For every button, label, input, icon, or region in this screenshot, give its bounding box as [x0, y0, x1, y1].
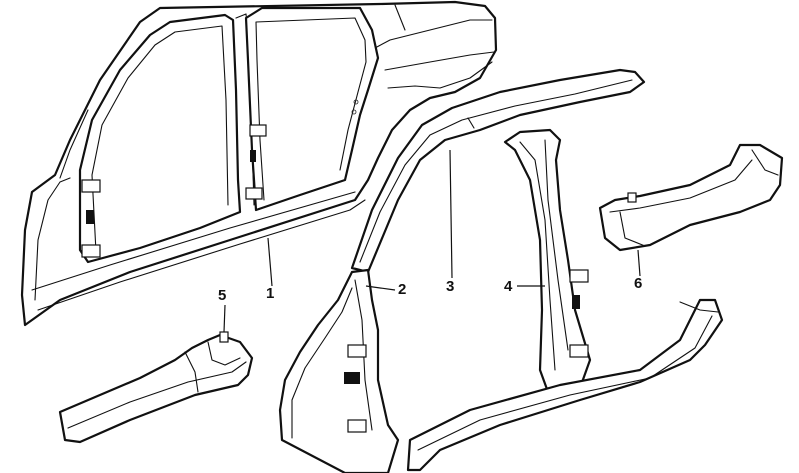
b-pillar-part: [503, 128, 592, 394]
sill-reinforcement-part: [58, 331, 254, 444]
rocker-sill-part: [406, 298, 724, 472]
sill-end-part: [598, 143, 784, 252]
leader-6: [637, 249, 641, 277]
leader-2: [365, 285, 396, 291]
callout-3: 3: [446, 278, 455, 295]
roof-rail-part: [350, 68, 646, 274]
callout-1: 1: [266, 285, 275, 302]
leader-lines: [223, 149, 641, 333]
leader-3: [449, 149, 453, 279]
callout-5: 5: [218, 287, 227, 304]
leader-5: [223, 304, 226, 333]
callout-4: 4: [504, 278, 513, 295]
callout-6: 6: [634, 275, 643, 292]
side-frame-part: [20, 0, 498, 327]
leader-1: [267, 237, 273, 287]
a-pillar-lower-part: [278, 268, 400, 473]
callout-2: 2: [398, 281, 407, 298]
